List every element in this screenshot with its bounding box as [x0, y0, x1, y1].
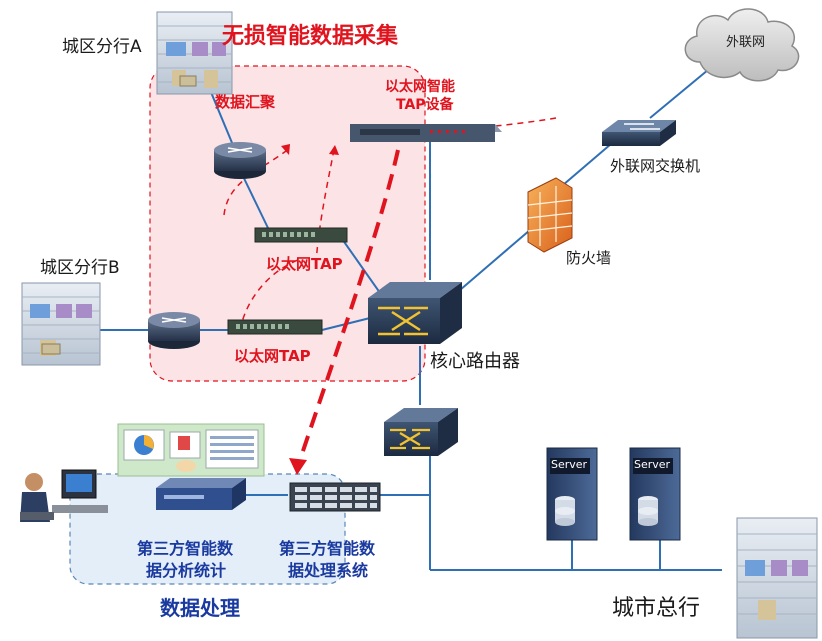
processing-label-line2: 据处理系统 [288, 561, 369, 580]
operator-workstation-icon [20, 469, 108, 522]
internet-switch-label: 外联网交换机 [610, 157, 701, 175]
processing-label-line1: 第三方智能数 [279, 539, 376, 558]
aggregation-router-icon [214, 142, 266, 179]
building-b-icon [21, 282, 101, 366]
branch-phone-icon [41, 75, 197, 355]
collection-zone [149, 65, 426, 382]
server-2-icon [629, 447, 681, 541]
analysis-label-line2: 据分析统计 [146, 561, 227, 580]
cloud-icon [684, 8, 800, 82]
tap-lower-label: 以太网TAP [234, 347, 311, 365]
aggregation-label: 数据汇聚 [215, 93, 276, 111]
diagram-title: 无损智能数据采集 [222, 24, 399, 49]
internet-switch-icon [602, 120, 676, 146]
distribution-switch-icon [384, 408, 458, 456]
branch-a-label: 城区分行A [62, 37, 142, 57]
data-processing-label: 数据处理 [160, 596, 240, 620]
processing-storage-icon [289, 482, 381, 512]
server-2-label: Server [634, 458, 671, 471]
tap-device-label-line1: 以太网智能 [385, 79, 455, 95]
hq-label: 城市总行 [612, 596, 701, 621]
branch-b-router-icon [148, 312, 200, 349]
internet-label: 外联网 [726, 35, 766, 50]
firewall-icon [527, 177, 573, 253]
tap-upper-label: 以太网TAP [266, 255, 343, 273]
analytics-screens-icon [117, 423, 265, 477]
server-1-icon [546, 447, 598, 541]
headquarters-building-icon [736, 517, 818, 639]
analysis-appliance-icon [156, 478, 246, 510]
firewall-label: 防火墙 [566, 249, 612, 267]
branch-b-label: 城区分行B [40, 258, 120, 278]
analysis-label-line1: 第三方智能数 [137, 539, 234, 558]
core-router-label: 核心路由器 [430, 351, 520, 372]
ethernet-tap-upper-icon [254, 227, 348, 243]
ethernet-tap-lower-icon [227, 319, 323, 335]
smart-tap-device-icon [350, 124, 502, 142]
tap-device-label-line2: TAP设备 [396, 97, 454, 113]
server-1-label: Server [551, 458, 588, 471]
core-router-icon [368, 282, 462, 344]
